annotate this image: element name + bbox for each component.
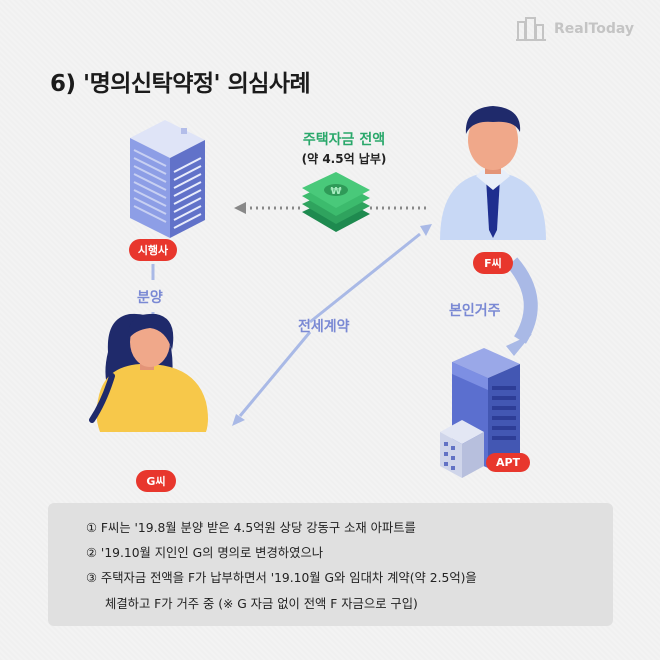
brand-logo: RealToday <box>516 16 634 42</box>
money-stack-icon: ₩ <box>302 172 370 232</box>
building-logo-icon <box>516 17 546 41</box>
f-label-badge: F씨 <box>473 252 513 274</box>
money-sub-label: (약 4.5억 납부) <box>301 152 387 166</box>
note-line-3: ③ 주택자금 전액을 F가 납부하면서 '19.10월 G와 임대차 계약(약 … <box>86 571 477 585</box>
note-line-2: ② '19.10월 지인인 G의 명의로 변경하였으나 <box>86 546 324 560</box>
page-title: 6) '명의신탁약정' 의심사례 <box>50 71 311 97</box>
currency-symbol: ₩ <box>330 186 341 197</box>
reside-label: 본인거주 <box>449 303 501 319</box>
lease-label: 전세계약 <box>298 319 350 335</box>
apt-label-badge: APT <box>486 453 530 472</box>
sale-label: 분양 <box>137 290 163 306</box>
g-label-badge: G씨 <box>136 470 176 492</box>
move-in-arrow <box>506 257 538 356</box>
developer-building-icon <box>130 120 205 238</box>
developer-label-badge: 시행사 <box>129 239 177 261</box>
money-label: 주택자금 전액 <box>302 132 386 148</box>
note-line-1: ① F씨는 '19.8월 분양 받은 4.5억원 상당 강동구 소재 아파트를 <box>86 521 416 535</box>
notes-box: ① F씨는 '19.8월 분양 받은 4.5억원 상당 강동구 소재 아파트를 … <box>48 503 613 626</box>
lease-arrows <box>232 224 432 426</box>
diagram-canvas: ₩ <box>89 106 546 478</box>
apartment-building-icon <box>440 348 520 478</box>
payment-arrow <box>234 202 430 214</box>
note-line-4: 체결하고 F가 거주 중 (※ G 자금 없이 전액 F 자금으로 구입) <box>105 597 418 611</box>
brand-name: RealToday <box>554 21 634 37</box>
person-f-icon <box>440 106 546 240</box>
person-g-icon <box>89 313 208 432</box>
